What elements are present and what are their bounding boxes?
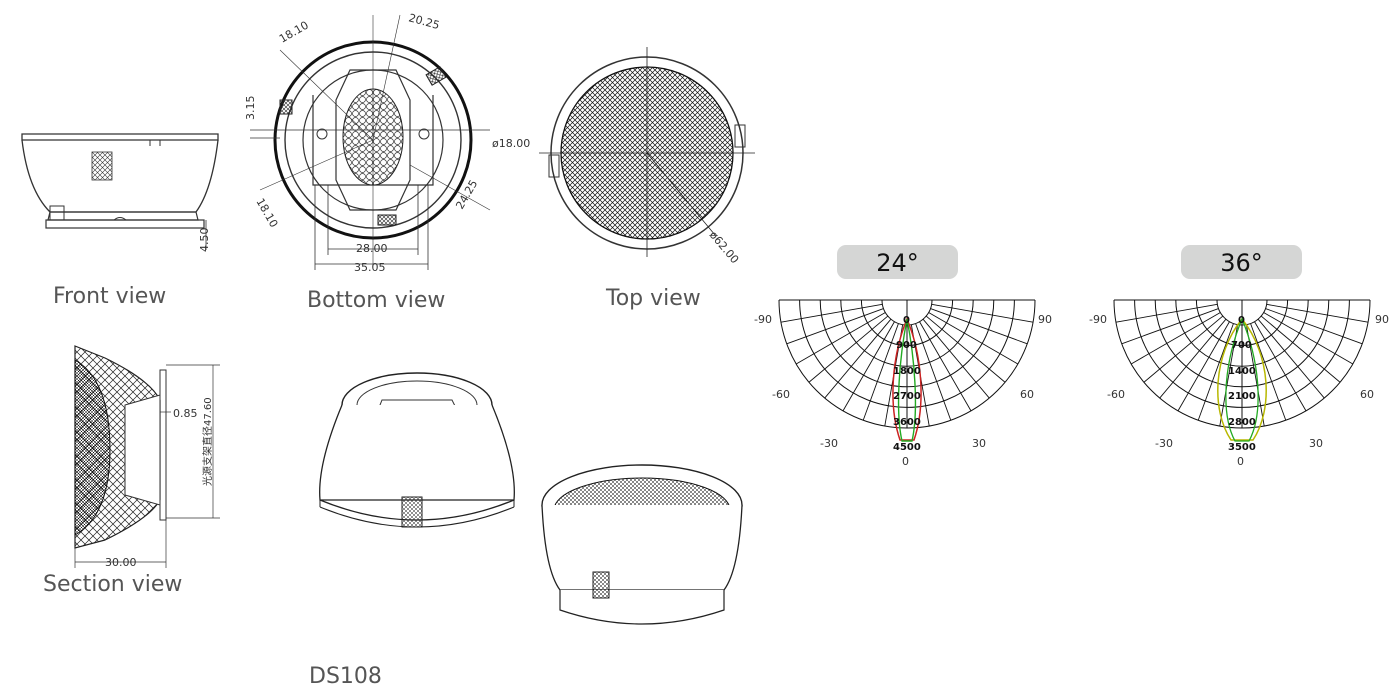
angle-90-24: 90 [1038,313,1052,326]
angle-0-bottom-24: 0 [902,455,909,468]
polar-spoke [922,318,990,399]
radial-3600: 3600 [893,417,921,428]
polar-spoke [808,315,889,383]
radial-2100: 2100 [1228,391,1256,402]
polar-spoke [930,308,1028,345]
polar-spoke [931,303,1034,323]
polar-spoke [786,308,884,345]
polar-chart-24: -90 90 -60 60 -30 30 0 0 900 1800 2700 3… [754,299,1052,468]
angle-neg30-36: -30 [1155,437,1173,450]
polar-spoke [1263,312,1354,365]
angle-90-36: 90 [1375,313,1389,326]
angle-neg30-24: -30 [820,437,838,450]
polar-spoke [1115,303,1218,323]
dim-section-offset: 0.85 [173,407,198,420]
polar-spoke [1250,323,1287,421]
dim-bottom-inner: 28.00 [356,242,388,255]
dim-bottom-lower-right: 24.25 [453,178,480,212]
dim-front-height: 4.50 [198,228,211,253]
polar-spoke [919,321,972,412]
angle-neg90-36: -90 [1089,313,1107,326]
lens-render-top [541,464,743,625]
lens-render-bottom [319,372,515,528]
polar-spoke [915,323,952,421]
model-label: DS108 [309,664,382,689]
polar-spoke [1159,318,1227,399]
polar-spoke [1265,308,1363,345]
radial-4500: 4500 [893,442,921,453]
curve-green-24 [897,318,917,442]
bottom-view-label: Bottom view [307,288,446,313]
polar-spoke [1130,312,1221,365]
dim-bottom-outer: 35.05 [354,261,386,274]
polar-spoke [1254,321,1307,412]
section-view-label: Section view [43,572,183,597]
polar-spoke [1257,318,1325,399]
radial-3500: 3500 [1228,442,1256,453]
angle-0-bottom-36: 0 [1237,455,1244,468]
angle-60-36: 60 [1360,388,1374,401]
polar-spoke [1121,308,1219,345]
beam-angle-badge-36: 36° [1181,245,1302,279]
polar-spoke [928,312,1019,365]
dim-top-dia: ø62.00 [707,229,742,267]
polar-spoke [1177,321,1230,412]
polar-spoke [862,323,899,421]
polar-spoke [842,321,895,412]
dim-section-width: 30.00 [105,556,137,569]
dim-bottom-top-right: 20.25 [407,11,441,32]
angle-neg90-24: -90 [754,313,772,326]
curve-green-36 [1225,317,1259,442]
angle-30-36: 30 [1309,437,1323,450]
polar-spoke [1260,315,1341,383]
polar-spoke [1266,303,1369,323]
radial-700: 700 [1231,340,1252,351]
radial-1400: 1400 [1228,366,1256,377]
beam-angle-badge-24: 24° [837,245,958,279]
dim-bottom-top-left: 18.10 [277,19,311,46]
dim-section-note: 光源支架直径47.60 [201,397,214,486]
radial-1800: 1800 [893,366,921,377]
polar-chart-36: -90 90 -60 60 -30 30 0 0 700 1400 2100 2… [1089,299,1389,468]
front-view-label: Front view [53,284,167,309]
angle-neg60-24: -60 [772,388,790,401]
top-view-drawing: ø62.00 [539,47,755,267]
angle-30-24: 30 [972,437,986,450]
radial-900: 900 [896,340,917,351]
polar-spoke [780,303,883,323]
angle-neg60-36: -60 [1107,388,1125,401]
section-view-drawing: 0.85 光源支架直径47.60 30.00 [74,345,220,569]
angle-0-top-24: 0 [903,315,910,326]
angle-0-top-36: 0 [1238,315,1245,326]
polar-spoke [1143,315,1224,383]
polar-grid-36 [1113,299,1371,429]
polar-spoke [1197,323,1234,421]
curve-red-24 [892,317,922,441]
radial-2700: 2700 [893,391,921,402]
dim-bottom-dia: ø18.00 [492,137,530,150]
polar-spoke [795,312,886,365]
dim-bottom-left: 3.15 [244,96,257,121]
polar-spoke [925,315,1006,383]
angle-60-24: 60 [1020,388,1034,401]
polar-spoke [824,318,892,399]
radial-2800: 2800 [1228,417,1256,428]
top-view-label: Top view [606,286,701,311]
curve-yellow-36 [1217,317,1267,441]
dim-bottom-lower-left: 18.10 [253,196,280,230]
bottom-view-drawing: 18.10 20.25 3.15 ø18.00 18.10 24.25 28.0… [244,11,530,274]
front-view-drawing: 4.50 [21,133,219,253]
